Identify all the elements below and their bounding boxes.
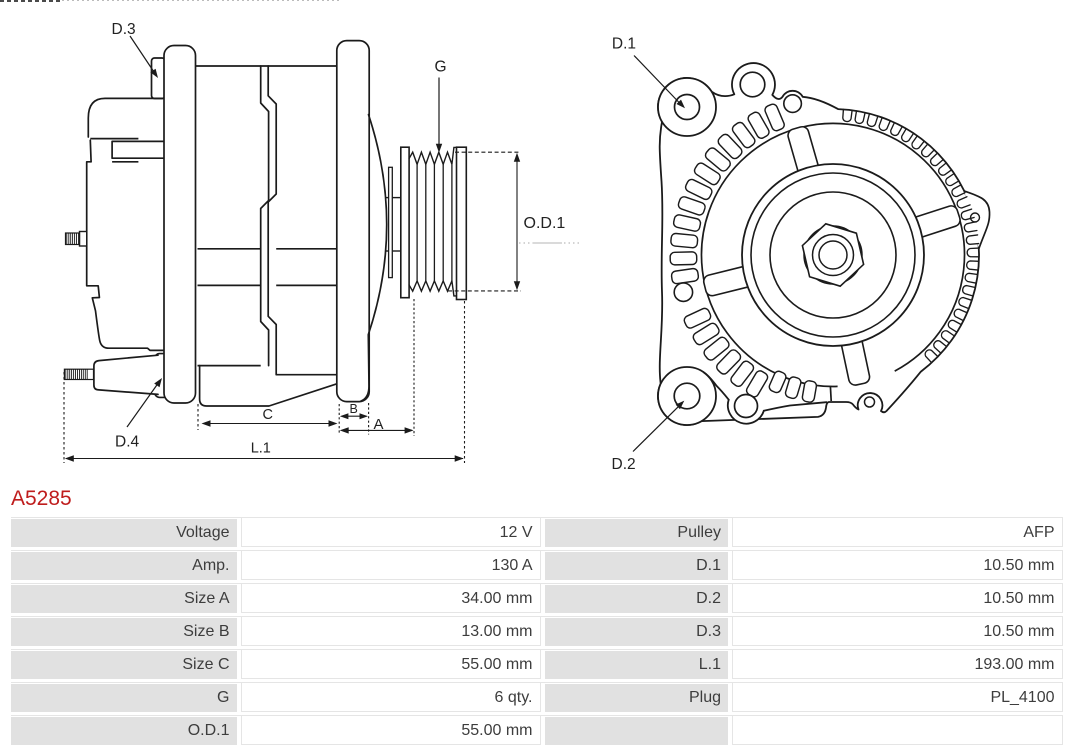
svg-text:A: A <box>373 416 383 433</box>
svg-text:D.2: D.2 <box>612 456 636 473</box>
svg-text:L.1: L.1 <box>251 441 271 457</box>
svg-text:C: C <box>263 407 273 423</box>
svg-text:O.D.1: O.D.1 <box>524 215 566 232</box>
svg-text:D.3: D.3 <box>112 21 136 38</box>
svg-text:G: G <box>435 59 447 76</box>
svg-text:B: B <box>350 402 358 416</box>
svg-text:D.1: D.1 <box>612 35 636 52</box>
svg-text:D.4: D.4 <box>115 434 140 451</box>
